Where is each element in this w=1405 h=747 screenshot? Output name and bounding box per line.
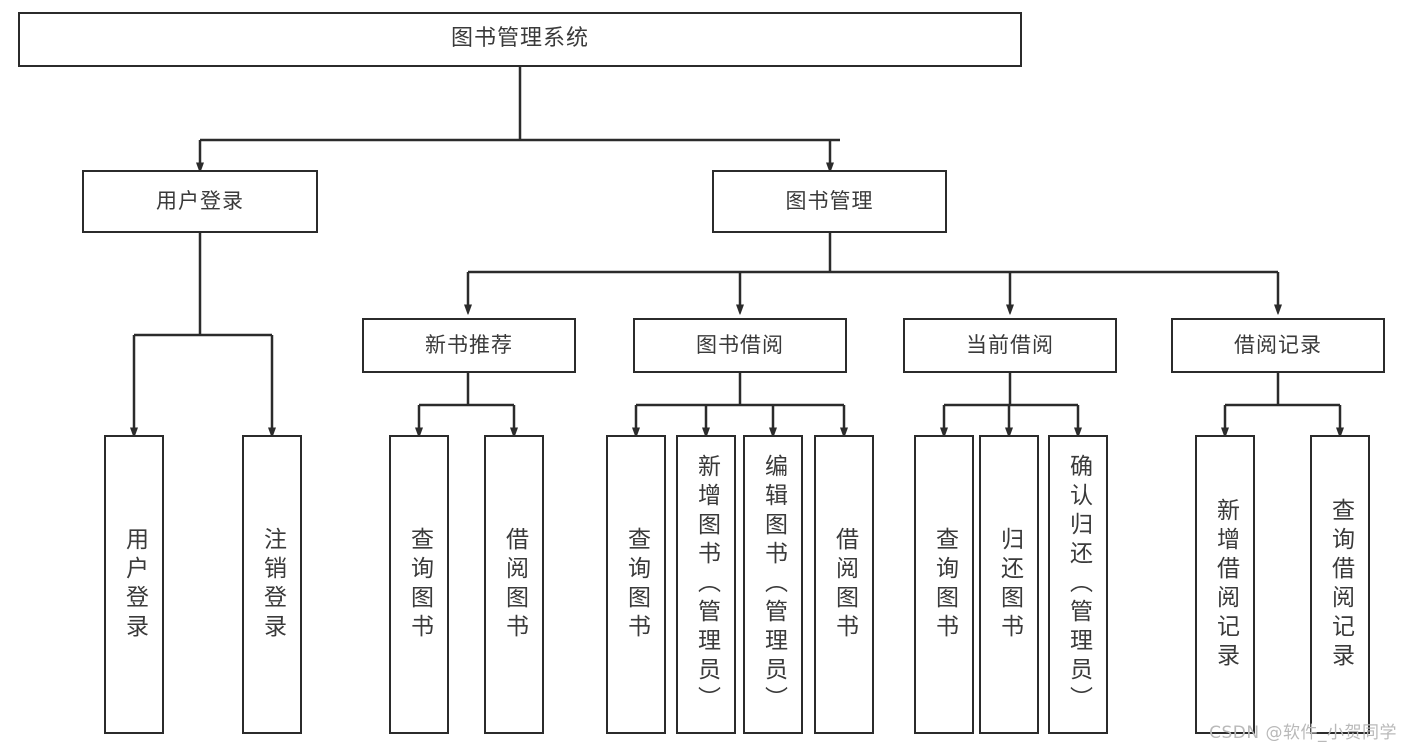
node-label: 查询图书	[406, 526, 433, 643]
node-label: 编辑图书（管理员）	[760, 454, 787, 715]
node-label: 图书管理	[785, 188, 874, 213]
node-label: 查询借阅记录	[1327, 497, 1354, 672]
node-borrow-record[interactable]: 借阅记录	[1171, 318, 1385, 373]
leaf-borrow-record-query[interactable]: 查询借阅记录	[1310, 435, 1370, 734]
leaf-new-book-query[interactable]: 查询图书	[389, 435, 449, 734]
node-label: 归还图书	[996, 526, 1023, 643]
node-label: 用户登录	[121, 526, 148, 643]
leaf-book-borrow-query[interactable]: 查询图书	[606, 435, 666, 734]
node-user-login[interactable]: 用户登录	[82, 170, 318, 233]
node-new-book-recommend[interactable]: 新书推荐	[362, 318, 576, 373]
leaf-current-borrow-return[interactable]: 归还图书	[979, 435, 1039, 734]
node-label: 用户登录	[156, 188, 244, 213]
watermark: CSDN @软件_小贺同学	[1209, 723, 1397, 743]
node-label: 查询图书	[623, 526, 650, 643]
leaf-user-login-logout[interactable]: 注销登录	[242, 435, 302, 734]
node-book-management[interactable]: 图书管理	[712, 170, 947, 233]
node-label: 借阅图书	[501, 526, 528, 643]
leaf-book-borrow-add[interactable]: 新增图书（管理员）	[676, 435, 736, 734]
node-root-system[interactable]: 图书管理系统	[18, 12, 1022, 67]
node-label: 新书推荐	[425, 332, 513, 357]
node-label: 借阅记录	[1234, 332, 1322, 357]
leaf-user-login-login[interactable]: 用户登录	[104, 435, 164, 734]
leaf-current-borrow-query[interactable]: 查询图书	[914, 435, 974, 734]
leaf-new-book-borrow[interactable]: 借阅图书	[484, 435, 544, 734]
node-current-borrow[interactable]: 当前借阅	[903, 318, 1117, 373]
node-label: 新增图书（管理员）	[693, 454, 720, 715]
node-label: 注销登录	[259, 526, 286, 643]
leaf-book-borrow-edit[interactable]: 编辑图书（管理员）	[743, 435, 803, 734]
node-book-borrow[interactable]: 图书借阅	[633, 318, 847, 373]
node-label: 当前借阅	[966, 332, 1054, 357]
node-label: 图书管理系统	[450, 26, 589, 52]
leaf-borrow-record-add[interactable]: 新增借阅记录	[1195, 435, 1255, 734]
leaf-current-borrow-confirm-return[interactable]: 确认归还（管理员）	[1048, 435, 1108, 734]
node-label: 图书借阅	[696, 332, 784, 357]
leaf-book-borrow-borrow[interactable]: 借阅图书	[814, 435, 874, 734]
node-label: 新增借阅记录	[1212, 497, 1239, 672]
node-label: 确认归还（管理员）	[1065, 454, 1092, 715]
node-label: 查询图书	[931, 526, 958, 643]
node-label: 借阅图书	[831, 526, 858, 643]
